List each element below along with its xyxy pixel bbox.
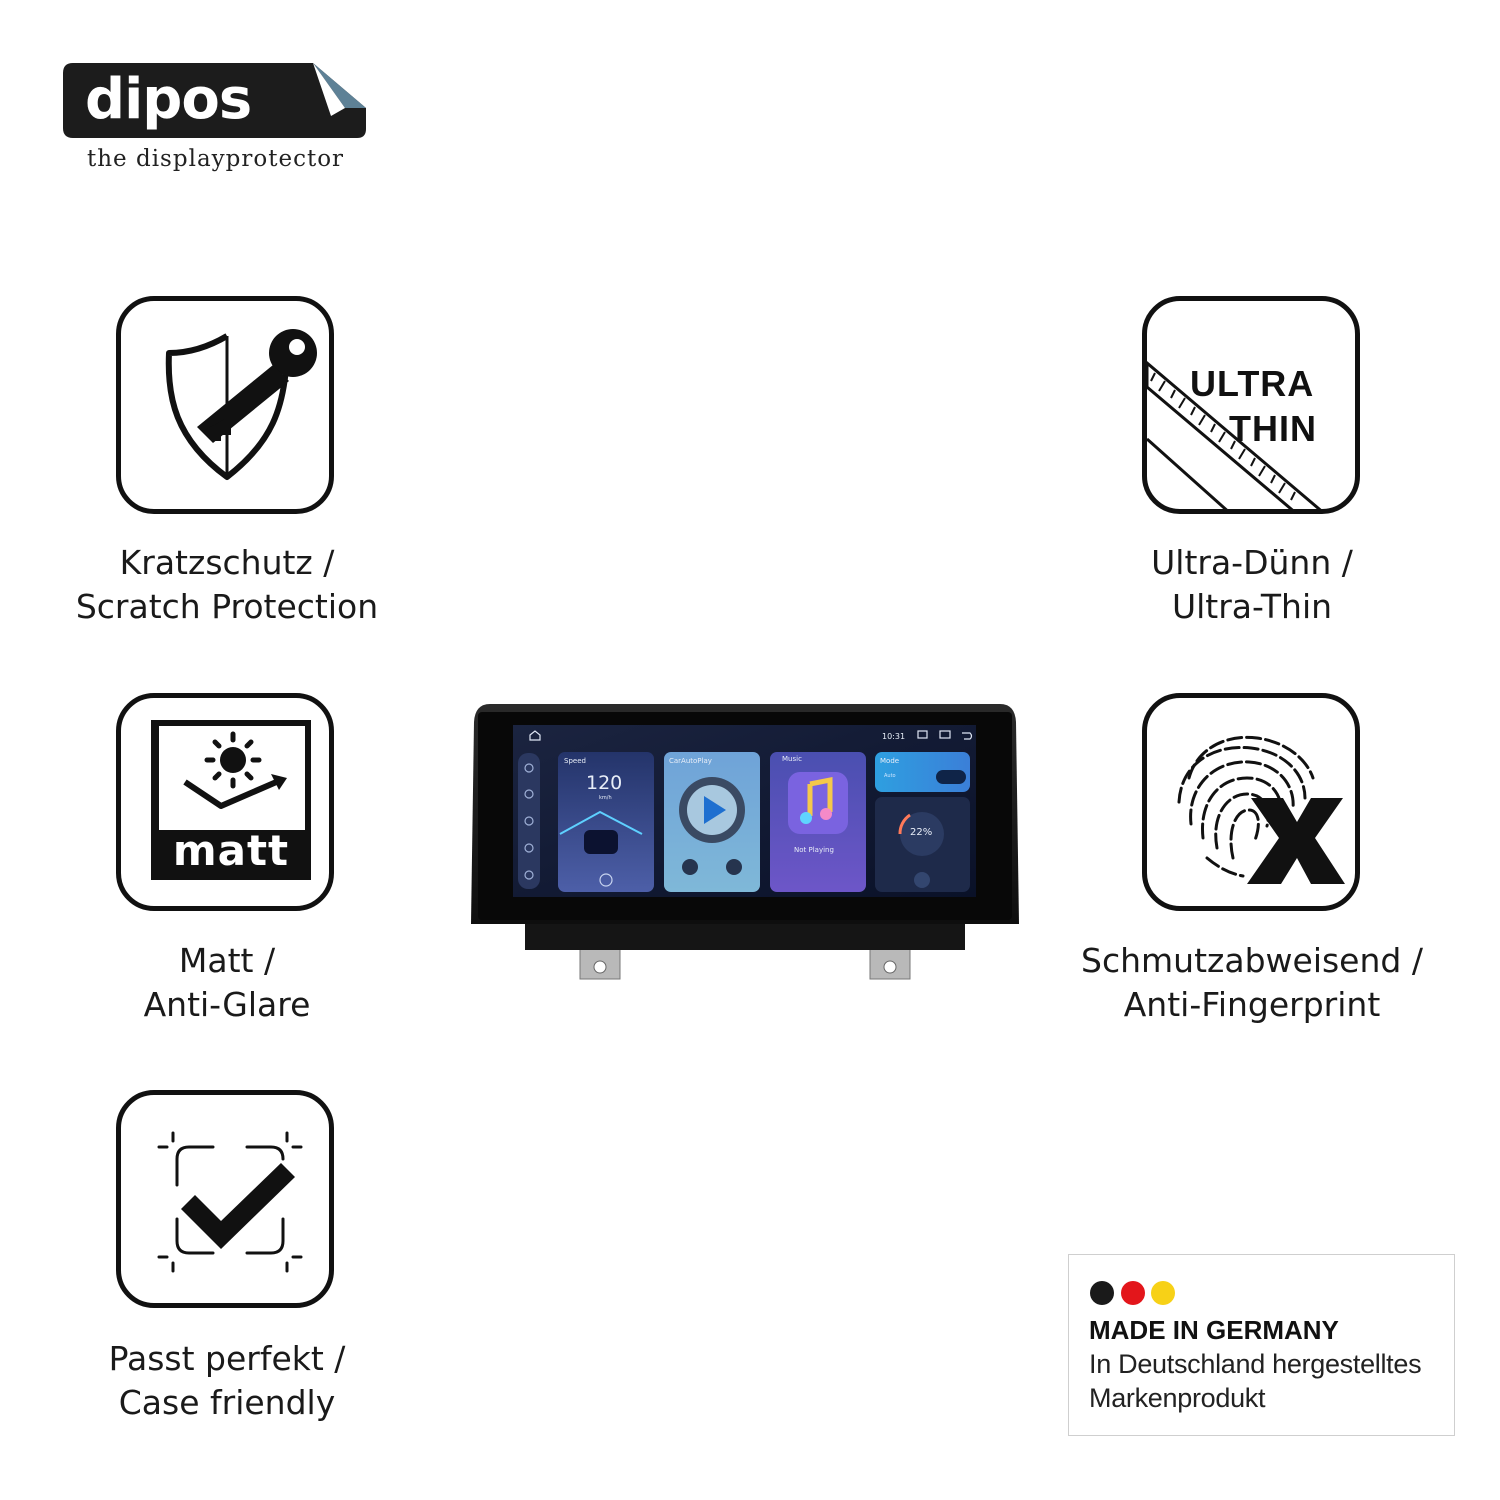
caption-line: Kratzschutz / bbox=[119, 543, 335, 582]
ruler-icon bbox=[1147, 361, 1322, 509]
caption-ultra-thin: Ultra-Dünn / Ultra-Thin bbox=[1052, 541, 1452, 629]
made-in-line2: Markenprodukt bbox=[1089, 1383, 1266, 1413]
feature-tile-ultra-thin: ULTRA THIN bbox=[1142, 296, 1360, 514]
matt-label: matt bbox=[172, 826, 290, 875]
caption-line: Anti-Fingerprint bbox=[1123, 985, 1381, 1024]
caption-line: Schmutzabweisend / bbox=[1081, 941, 1423, 980]
flag-dot-black bbox=[1090, 1281, 1114, 1305]
mode-label: Mode bbox=[880, 757, 900, 765]
brand-name: dipos bbox=[85, 67, 252, 132]
feature-tile-matt: matt bbox=[116, 693, 334, 911]
caption-line: Matt / bbox=[178, 941, 276, 980]
mode-option: Auto bbox=[884, 773, 896, 779]
flag-dot-gold bbox=[1151, 1281, 1175, 1305]
volume-value: 22% bbox=[910, 827, 933, 838]
caption-fingerprint: Schmutzabweisend / Anti-Fingerprint bbox=[1052, 939, 1452, 1027]
flag-dot-red bbox=[1121, 1281, 1145, 1305]
caption-matt: Matt / Anti-Glare bbox=[27, 939, 427, 1027]
caption-line: Case friendly bbox=[118, 1383, 336, 1422]
fingerprint-x-icon bbox=[1177, 735, 1345, 884]
feature-tile-fingerprint bbox=[1142, 693, 1360, 911]
made-in-line1: In Deutschland hergestelltes bbox=[1089, 1349, 1422, 1379]
made-in-title: MADE IN GERMANY bbox=[1089, 1315, 1339, 1345]
caption-line: Ultra-Thin bbox=[1171, 587, 1333, 626]
screen-time: 10:31 bbox=[882, 732, 906, 741]
caption-line: Ultra-Dünn / bbox=[1151, 543, 1353, 582]
carplay-label: CarAutoPlay bbox=[669, 757, 712, 765]
feature-tile-scratch bbox=[116, 296, 334, 514]
speed-unit: km/h bbox=[599, 795, 612, 801]
caption-scratch: Kratzschutz / Scratch Protection bbox=[27, 541, 427, 629]
checkmark-frame-icon bbox=[157, 1131, 303, 1273]
caption-case-friendly: Passt perfekt / Case friendly bbox=[27, 1337, 427, 1425]
shield-key-icon bbox=[165, 329, 317, 480]
ultra-label: ULTRA bbox=[1190, 363, 1315, 404]
music-status: Not Playing bbox=[794, 846, 834, 854]
brand-logo: dipos bbox=[63, 63, 366, 138]
music-label: Music bbox=[782, 755, 802, 763]
caption-line: Anti-Glare bbox=[143, 985, 311, 1024]
caption-line: Passt perfekt / bbox=[108, 1339, 346, 1378]
made-in-germany-badge: MADE IN GERMANY In Deutschland hergestel… bbox=[1068, 1254, 1455, 1436]
speed-value: 120 bbox=[586, 772, 623, 794]
brand-tagline: the displayprotector bbox=[87, 146, 345, 172]
sun-matt-icon bbox=[151, 720, 311, 880]
feature-tile-case-friendly bbox=[116, 1090, 334, 1308]
speed-label: Speed bbox=[564, 757, 586, 765]
thin-label: THIN bbox=[1229, 408, 1317, 449]
car-display-device: 10:31 Speed 120 km/h CarAutoPlay Music N… bbox=[470, 702, 1020, 982]
caption-line: Scratch Protection bbox=[75, 587, 379, 626]
